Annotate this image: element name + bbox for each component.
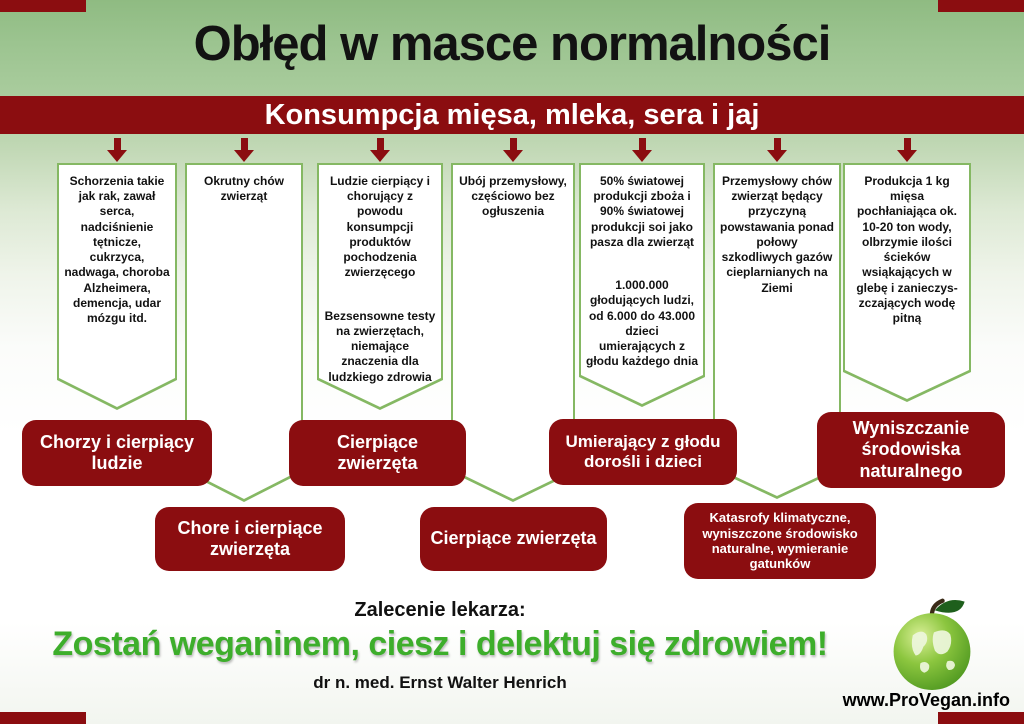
footer: Zalecenie lekarza: Zostań weganinem, cie… [0,599,880,693]
author-name: dr n. med. Ernst Walter Henrich [313,673,567,692]
vegan-slogan: Zostań weganinem, ciesz i delektuj się z… [52,625,828,663]
cause-pennant-diseases: Schorzenia takie jak rak, zawał serca, n… [57,163,177,410]
cause-text: Ubój przemysłowy, częściowo bez ogłuszen… [459,174,567,219]
apple-earth-icon [884,592,980,692]
result-box-suffering-animals-2: Cierpiące zwierzęta [420,507,607,571]
website-url: www.ProVegan.info [842,690,1010,710]
cause-pennant-water-pollution: Produkcja 1 kg mięsa pochłaniająca ok. 1… [843,163,971,402]
doctor-recommendation-label: Zalecenie lekarza: [354,599,526,621]
result-box-environment-destruction: Wyniszczanie środowiska naturalnego [817,412,1005,488]
down-arrow-icon [767,138,787,162]
cause-text: Przemysłowy chów zwierząt będący przyczy… [720,174,835,295]
down-arrow-icon [234,138,254,162]
cause-text: Bezsensowne testy na zwierzętach, niemaj… [324,308,436,384]
down-arrow-icon [632,138,652,162]
cause-text: 50% światowej produkcji zboża i 90% świa… [589,174,695,249]
cause-text: Schorzenia takie jak rak, zawał serca, n… [64,174,170,326]
corner-accent-bottom-left [0,712,86,724]
cause-text: Okrutny chów zwierząt [203,174,284,204]
cause-pennant-suffering-people: Ludzie cierpiący i chorujący z powodu ko… [317,163,443,410]
result-box-sick-people: Chorzy i cierpiący ludzie [22,420,212,486]
result-box-sick-animals: Chore i cierpiące zwierzęta [155,507,345,571]
cause-text: Ludzie cierpiący i chorujący z powodu ko… [329,174,431,280]
down-arrow-icon [897,138,917,162]
poster-title: Obłęd w masce normalności [193,17,832,71]
result-box-starving-people: Umierający z głodu dorośli i dzieci [549,419,737,485]
down-arrow-icon [107,138,127,162]
corner-accent-top-left [0,0,86,12]
corner-accent-bottom-right [938,712,1024,724]
down-arrow-icon [503,138,523,162]
consumption-banner-label: Konsumpcja mięsa, mleka, sera i jaj [264,98,760,131]
cause-text: Produkcja 1 kg mięsa pochłaniająca ok. 1… [856,174,958,326]
corner-accent-top-right [938,0,1024,12]
down-arrow-icon [370,138,390,162]
result-box-suffering-animals-1: Cierpiące zwierzęta [289,420,466,486]
cause-pennant-slaughter: Ubój przemysłowy, częściowo bez ogłuszen… [451,163,575,502]
cause-text: 1.000.000 głodujących ludzi, od 6.000 do… [586,278,699,369]
cause-pennant-feed-production: 50% światowej produkcji zboża i 90% świa… [579,163,705,407]
result-box-climate-catastrophes: Katasrofy klimatyczne, wyniszczone środo… [684,503,876,579]
consumption-banner: Konsumpcja mięsa, mleka, sera i jaj [0,96,1024,134]
